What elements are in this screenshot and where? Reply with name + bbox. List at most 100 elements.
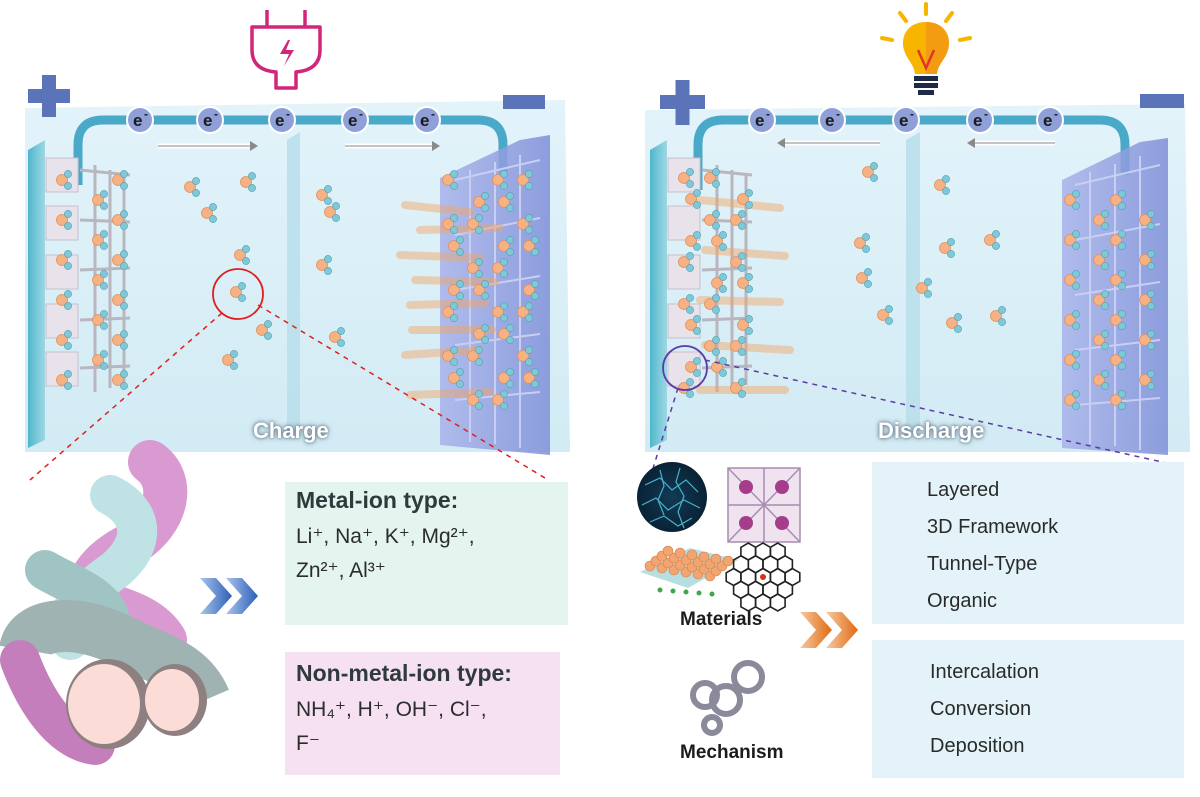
non-metal-ion-line-1: NH₄⁺, H⁺, OH⁻, Cl⁻,	[296, 698, 487, 721]
materials-item: Layered	[927, 479, 1000, 501]
electrons: e-e-e-e-e-e-e-e-e-e-	[126, 106, 1064, 134]
ion	[1139, 210, 1155, 230]
ion	[984, 230, 1000, 250]
electron-charge: -	[214, 107, 218, 121]
discharge-cell	[645, 104, 1190, 479]
plug-icon	[250, 10, 322, 90]
ion	[916, 278, 932, 298]
electron: e-	[1036, 106, 1064, 134]
electron-charge: -	[144, 107, 148, 121]
ion	[730, 252, 746, 272]
ion	[517, 214, 533, 234]
ion	[1064, 270, 1080, 290]
ion	[467, 346, 483, 366]
ion	[467, 258, 483, 278]
ion	[678, 252, 694, 272]
ion	[240, 172, 256, 192]
charge-cathode-plate	[28, 140, 45, 448]
metal-ion-title: Metal-ion type:	[296, 487, 459, 513]
ion	[92, 230, 108, 250]
ion	[517, 170, 533, 190]
electron: e-	[268, 106, 296, 134]
nanosphere-icon	[637, 462, 707, 532]
layered-structure-icon	[640, 545, 738, 597]
ion	[1110, 190, 1126, 210]
ion	[523, 280, 539, 300]
ion	[448, 280, 464, 300]
electron: e-	[966, 106, 994, 134]
ion	[1064, 190, 1080, 210]
ion	[56, 370, 72, 390]
ion	[324, 202, 340, 222]
ion	[448, 236, 464, 256]
ion	[877, 305, 893, 325]
electron-label: e	[899, 111, 908, 130]
electron-label: e	[348, 111, 357, 130]
non-metal-ion-line-2: F⁻	[296, 732, 320, 755]
ion	[737, 189, 753, 209]
ion	[473, 192, 489, 212]
discharge-current-arrows	[777, 138, 1055, 148]
electron-label: e	[275, 111, 284, 130]
electron-label: e	[1043, 111, 1052, 130]
ion	[678, 168, 694, 188]
electron: e-	[196, 106, 224, 134]
ion	[1093, 330, 1109, 350]
ion	[990, 306, 1006, 326]
charge-caption: Charge	[253, 418, 329, 443]
ion	[56, 290, 72, 310]
ion	[222, 350, 238, 370]
ion	[704, 336, 720, 356]
ion	[939, 238, 955, 258]
ion	[329, 327, 345, 347]
ion	[492, 390, 508, 410]
ion	[316, 185, 332, 205]
ion	[492, 258, 508, 278]
ion	[1110, 350, 1126, 370]
ion	[56, 330, 72, 350]
ion	[704, 168, 720, 188]
ion	[730, 210, 746, 230]
plus-sign-icon	[660, 80, 705, 125]
ion	[92, 350, 108, 370]
ion	[1139, 290, 1155, 310]
minus-sign-icon	[503, 95, 545, 109]
ion	[523, 368, 539, 388]
ion	[56, 170, 72, 190]
electron: e-	[341, 106, 369, 134]
molecule-icon	[690, 660, 765, 736]
ion	[467, 390, 483, 410]
electron-label: e	[133, 111, 142, 130]
ion	[1110, 390, 1126, 410]
ion	[862, 162, 878, 182]
ion	[1110, 310, 1126, 330]
charge-zoom-line-left	[29, 312, 223, 481]
materials-item: 3D Framework	[927, 516, 1059, 538]
charge-cathode-blocks	[45, 157, 79, 387]
ion	[685, 189, 701, 209]
electron: e-	[126, 106, 154, 134]
ion	[442, 346, 458, 366]
ion	[1093, 250, 1109, 270]
ion	[442, 170, 458, 190]
ion	[1064, 310, 1080, 330]
ion	[112, 250, 128, 270]
metal-ion-box-bg	[285, 482, 568, 625]
ion	[1064, 350, 1080, 370]
materials-item: Tunnel-Type	[927, 553, 1038, 575]
non-metal-ion-title: Non-metal-ion type:	[296, 660, 512, 686]
ion	[112, 330, 128, 350]
ion	[234, 245, 250, 265]
electron-charge: -	[431, 107, 435, 121]
ion	[201, 203, 217, 223]
electron-charge: -	[359, 107, 363, 121]
ion	[685, 231, 701, 251]
ion	[498, 236, 514, 256]
ion	[1110, 270, 1126, 290]
electron: e-	[413, 106, 441, 134]
ion	[685, 357, 701, 377]
materials-box-bg	[872, 462, 1184, 624]
mechanism-box-bg	[872, 640, 1184, 778]
